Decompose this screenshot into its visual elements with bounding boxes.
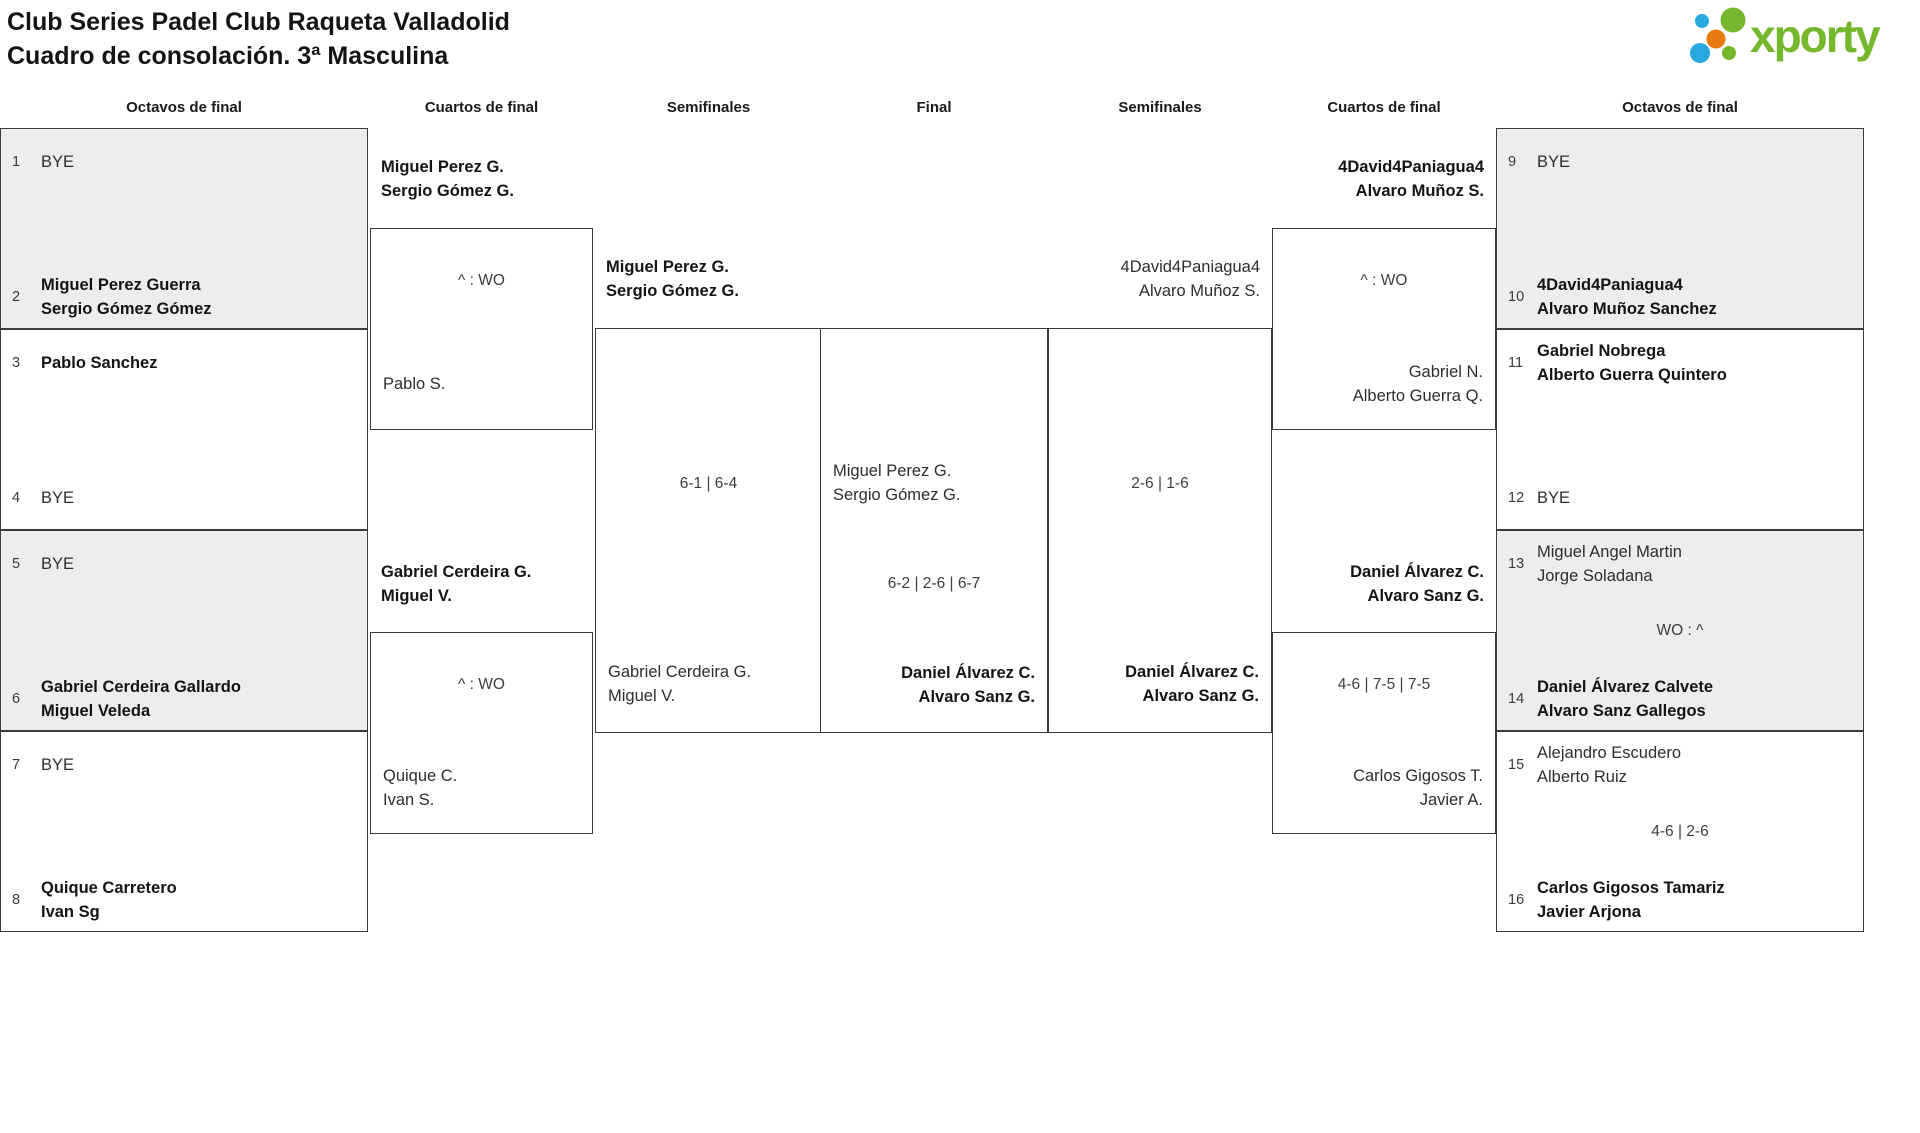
finalist-bottom-team: Daniel Álvarez C.Alvaro Sanz G. (901, 664, 1035, 706)
column-header-cuartos-right: Cuartos de final (1327, 99, 1441, 116)
match-score: ^ : WO (458, 676, 505, 693)
semifinal-right-box: 2-6 | 1-6 Daniel Álvarez C.Alvaro Sanz G… (1048, 328, 1272, 733)
draw-subtitle: Cuadro de consolación. 3ª Masculina (7, 42, 449, 70)
team-names: BYE (41, 153, 75, 171)
team-names: BYE (41, 555, 75, 573)
seed-number: 12 (1508, 490, 1525, 506)
eliminated-team: Pablo S. (383, 375, 446, 393)
seed-number: 16 (1508, 892, 1525, 908)
final-score: 6-2 | 2-6 | 6-7 (887, 575, 981, 592)
column-header-cuartos-left: Cuartos de final (424, 99, 539, 116)
seed-number: 11 (1508, 355, 1524, 371)
team-names: BYE (41, 756, 75, 774)
eliminated-team: Quique C.Ivan S. (383, 767, 458, 809)
advancing-team-label-sf-left: Miguel Perez G.Sergio Gómez G. (606, 258, 739, 300)
match-score: ^ : WO (1360, 272, 1408, 289)
final-match-box: Miguel Perez G.Sergio Gómez G. 6-2 | 2-6… (820, 328, 1048, 733)
column-header-octavos-right: Octavos de final (1622, 99, 1738, 116)
cuartos-right-match-1-box: ^ : WO Gabriel N.Alberto Guerra Q. (1272, 228, 1496, 430)
seed-number: 15 (1508, 757, 1525, 773)
advancing-team-label-qf-left-2: Gabriel Cerdeira G.Miguel V. (381, 563, 532, 605)
finalist-top-team: Miguel Perez G.Sergio Gómez G. (833, 462, 961, 504)
seed-number: 13 (1508, 556, 1525, 572)
xporty-dots-icon (1690, 7, 1746, 63)
seed-number: 2 (12, 289, 21, 305)
seed-number: 14 (1508, 691, 1525, 707)
seed-number: 7 (12, 757, 21, 773)
advancing-team-label-qf-left-1: Miguel Perez G.Sergio Gómez G. (381, 158, 514, 200)
cuartos-left-match-1-box: ^ : WO Pablo S. (370, 228, 593, 430)
eliminated-team: Gabriel N.Alberto Guerra Q. (1352, 363, 1483, 405)
xporty-wordmark: xporty (1750, 10, 1881, 62)
column-header-semis-right: Semifinales (1118, 99, 1202, 116)
column-header-semis-left: Semifinales (666, 99, 751, 116)
seed-number: 9 (1508, 154, 1517, 170)
seed-number: 4 (12, 490, 21, 506)
column-header-octavos-left: Octavos de final (126, 99, 242, 116)
team-slot-seed-4: 4 BYE (1, 486, 367, 510)
team-names: BYE (1537, 153, 1571, 171)
team-slot-seed-7: 7 BYE (1, 753, 367, 777)
cuartos-left-match-2-box: ^ : WO Quique C.Ivan S. (370, 632, 593, 834)
cuartos-right-match-2-box: 4-6 | 7-5 | 7-5 Carlos Gigosos T.Javier … (1272, 632, 1496, 834)
semifinal-left-box: 6-1 | 6-4 Gabriel Cerdeira G.Miguel V. (595, 328, 822, 733)
match-score: 6-1 | 6-4 (679, 475, 738, 492)
team-names: Pablo Sanchez (41, 354, 158, 372)
team-slot-seed-3: 3 Pablo Sanchez (1, 351, 367, 375)
team-slot-seed-9: 9 BYE (1497, 150, 1863, 174)
match-score: 2-6 | 1-6 (1131, 475, 1189, 492)
seed-number: 6 (12, 691, 21, 707)
match-score: WO : ^ (1656, 621, 1704, 639)
octavos-left-match-2-box: 3 Pablo Sanchez 4 BYE (0, 329, 368, 530)
winning-team: Daniel Álvarez C.Alvaro Sanz G. (1125, 663, 1259, 705)
eliminated-team: Carlos Gigosos T.Javier A. (1353, 767, 1483, 809)
xporty-logo[interactable]: xporty (1688, 4, 1913, 68)
seed-number: 10 (1508, 289, 1525, 305)
match-score: ^ : WO (458, 272, 505, 289)
tournament-name: Club Series Padel Club Raqueta Valladoli… (7, 8, 510, 36)
eliminated-team: Gabriel Cerdeira G.Miguel V. (608, 663, 752, 705)
team-slot-seed-1: 1 BYE (1, 150, 367, 174)
column-header-final: Final (916, 99, 952, 116)
team-names: BYE (1537, 489, 1571, 507)
seed-number: 8 (12, 892, 21, 908)
team-slot-seed-5: 5 BYE (1, 552, 367, 576)
team-names: BYE (41, 489, 75, 507)
team-slot-seed-12: 12 BYE (1497, 486, 1863, 510)
page-title: Club Series Padel Club Raqueta Valladoli… (7, 5, 510, 73)
seed-number: 1 (12, 154, 21, 170)
advancing-team-label-qf-right-2: Daniel Álvarez C.Alvaro Sanz G. (1350, 563, 1484, 605)
seed-number: 5 (12, 556, 21, 572)
match-score: 4-6 | 7-5 | 7-5 (1337, 676, 1431, 693)
seed-number: 3 (12, 355, 21, 371)
match-score: 4-6 | 2-6 (1651, 822, 1709, 840)
